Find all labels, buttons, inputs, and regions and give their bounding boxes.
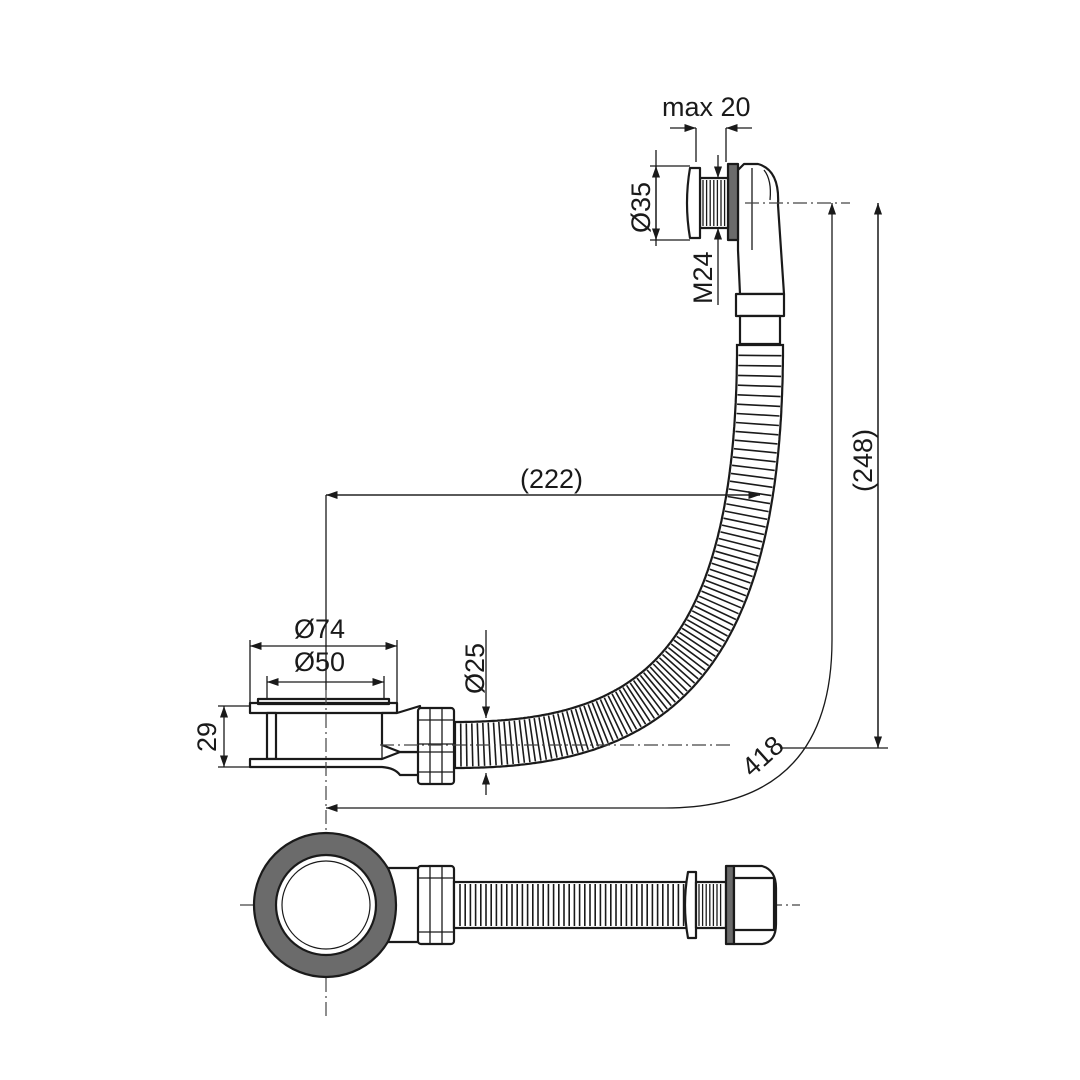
overflow-top — [683, 864, 778, 946]
drain-ring-top — [252, 831, 400, 979]
drain-height-label: 29 — [192, 722, 222, 752]
thread-ribs-top — [698, 884, 722, 926]
thread-ribs — [702, 180, 726, 226]
dimension-outlet-diameter: Ø35 — [626, 150, 690, 246]
dimension-height: (248) — [780, 203, 888, 749]
max-clamp-label: max 20 — [662, 92, 751, 122]
horizontal-reach-label: (222) — [520, 464, 583, 494]
drain-inner-diameter-label: Ø50 — [294, 647, 345, 677]
outlet-diameter-label: Ø35 — [626, 182, 656, 233]
hose-rib — [465, 723, 468, 767]
corrugated-hose-top — [452, 880, 692, 930]
height-label: (248) — [848, 429, 878, 492]
union-nut-top — [416, 864, 456, 946]
corrugated-hose — [453, 343, 785, 770]
union-nut — [416, 706, 456, 786]
drain-outer-diameter-label: Ø74 — [294, 614, 345, 644]
dimension-drain-height: 29 — [192, 705, 250, 768]
dimension-drain-outer-diameter: Ø74 — [249, 614, 398, 703]
dimension-hose-diameter: Ø25 — [460, 630, 491, 795]
thread-label: M24 — [688, 251, 718, 304]
dimension-max-clamp: max 20 — [662, 92, 752, 162]
hose-rib — [738, 374, 782, 378]
top-view — [240, 831, 800, 979]
drain-body — [248, 697, 422, 777]
dimension-drain-inner-diameter: Ø50 — [266, 647, 385, 699]
hose-diameter-label: Ø25 — [460, 643, 490, 694]
hose-rib — [738, 364, 782, 367]
